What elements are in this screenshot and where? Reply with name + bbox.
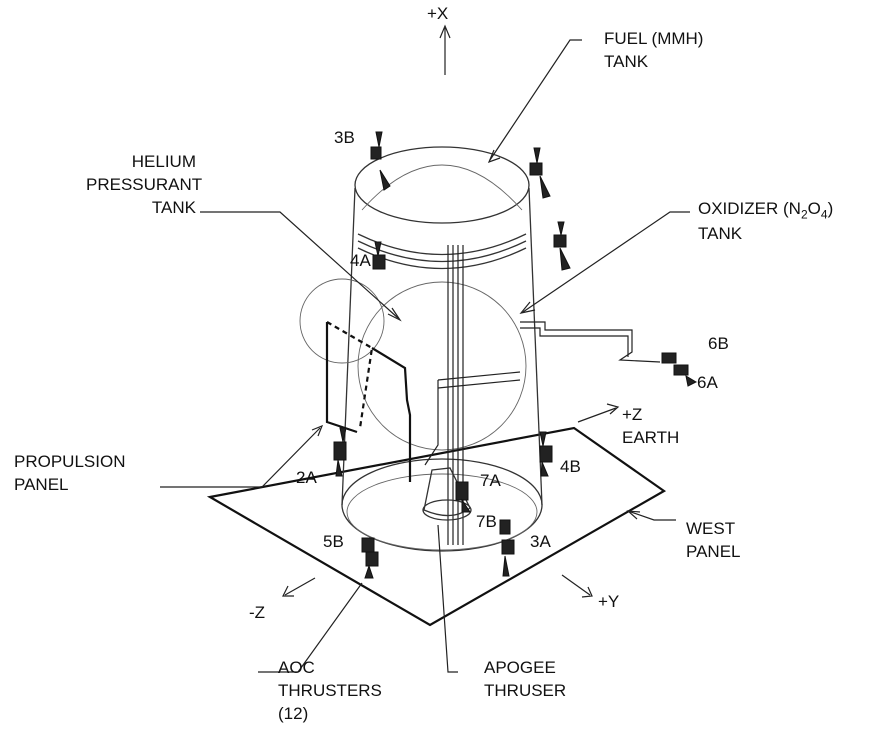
- leader-lines: [160, 39, 690, 673]
- thruster-label-6a: 6A: [697, 373, 718, 392]
- helium-tank-circle: [299, 278, 385, 364]
- oxidizer-subscript-4: 4: [820, 207, 828, 222]
- thruster-top-right-2: [553, 221, 571, 271]
- aoc-thrusters-label: AOC THRUSTERS (12): [278, 658, 382, 723]
- thruster-6b-6a: [661, 352, 698, 387]
- thruster-label-2a: 2A: [296, 468, 317, 487]
- thruster-label-7a: 7A: [480, 471, 501, 490]
- thruster-7b-3a: [499, 519, 515, 577]
- oxidizer-formula-close: ): [827, 199, 834, 218]
- thruster-label-5b: 5B: [323, 532, 344, 551]
- west-panel-outline: [206, 426, 667, 627]
- oxidizer-subscript-2: 2: [800, 207, 808, 222]
- thruster-7a: [455, 481, 471, 513]
- thruster-label-7b: 7B: [476, 512, 497, 531]
- thruster-3b: [370, 131, 391, 191]
- propulsion-panel-right: [371, 347, 412, 482]
- oxidizer-formula-part1: OXIDIZER (N: [698, 199, 801, 218]
- thruster-top-right-1: [529, 147, 551, 199]
- plus-x-axis-label: +X: [427, 4, 449, 23]
- oxidizer-tank-sphere: [357, 281, 527, 451]
- minus-z-axis-label: -Z: [249, 603, 266, 622]
- axis-arrows: [282, 24, 620, 598]
- oxidizer-tank-label: OXIDIZER (N2O4): [698, 197, 833, 226]
- apogee-thruster-label: APOGEE THRUSER: [484, 658, 567, 700]
- west-panel-label: WEST PANEL: [686, 519, 741, 561]
- propulsion-panel-outline: [325, 322, 358, 434]
- helium-tank-label: HELIUM PRESSURANT TANK: [86, 152, 203, 217]
- thruster-label-3b: 3B: [334, 128, 355, 147]
- bottom-inner-ellipse: [346, 473, 538, 551]
- plus-z-earth-label: +Z EARTH: [622, 405, 680, 447]
- thruster-label-3a: 3A: [530, 532, 551, 551]
- thruster-label-4b: 4B: [560, 457, 581, 476]
- bottom-deck-ellipse: [341, 458, 543, 552]
- plus-y-axis-label: +Y: [598, 592, 620, 611]
- thruster-2a: [333, 427, 347, 477]
- oxidizer-formula-part2: O: [807, 199, 821, 218]
- thruster-label-4a: 4A: [350, 251, 371, 270]
- propulsion-panel-label: PROPULSION PANEL: [14, 452, 126, 494]
- top-deck-ellipse: [354, 146, 530, 224]
- thruster-4b: [539, 431, 553, 477]
- thruster-5b: [361, 537, 379, 579]
- apogee-nozzle-exit: [422, 499, 472, 521]
- fuel-tank-label: FUEL (MMH) TANK: [604, 29, 704, 71]
- thruster-label-6b: 6B: [708, 334, 729, 353]
- fuel-tank-dome: [361, 164, 523, 211]
- thruster-4a: [372, 241, 386, 270]
- oxidizer-tank-word: TANK: [698, 224, 743, 243]
